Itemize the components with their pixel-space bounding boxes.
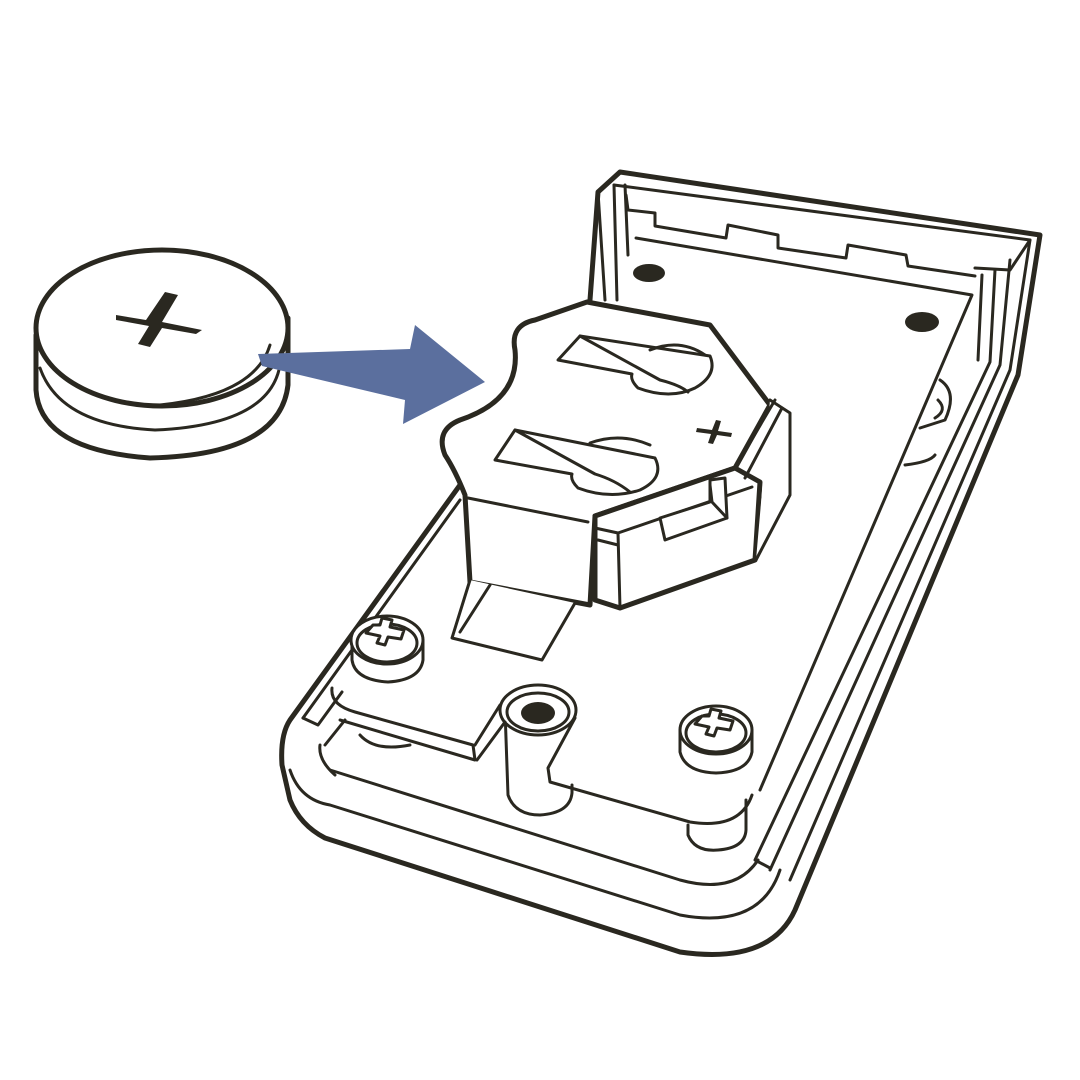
arrow-right-icon bbox=[258, 325, 485, 424]
screw-icon bbox=[693, 707, 735, 738]
center-post bbox=[330, 683, 754, 852]
coin-battery bbox=[33, 247, 291, 461]
battery-holder bbox=[439, 299, 792, 662]
screw-boss-left bbox=[349, 614, 425, 684]
plus-icon bbox=[696, 420, 732, 444]
screw-boss-right bbox=[678, 704, 754, 775]
plus-icon bbox=[116, 292, 202, 347]
screw-icon bbox=[364, 616, 406, 647]
